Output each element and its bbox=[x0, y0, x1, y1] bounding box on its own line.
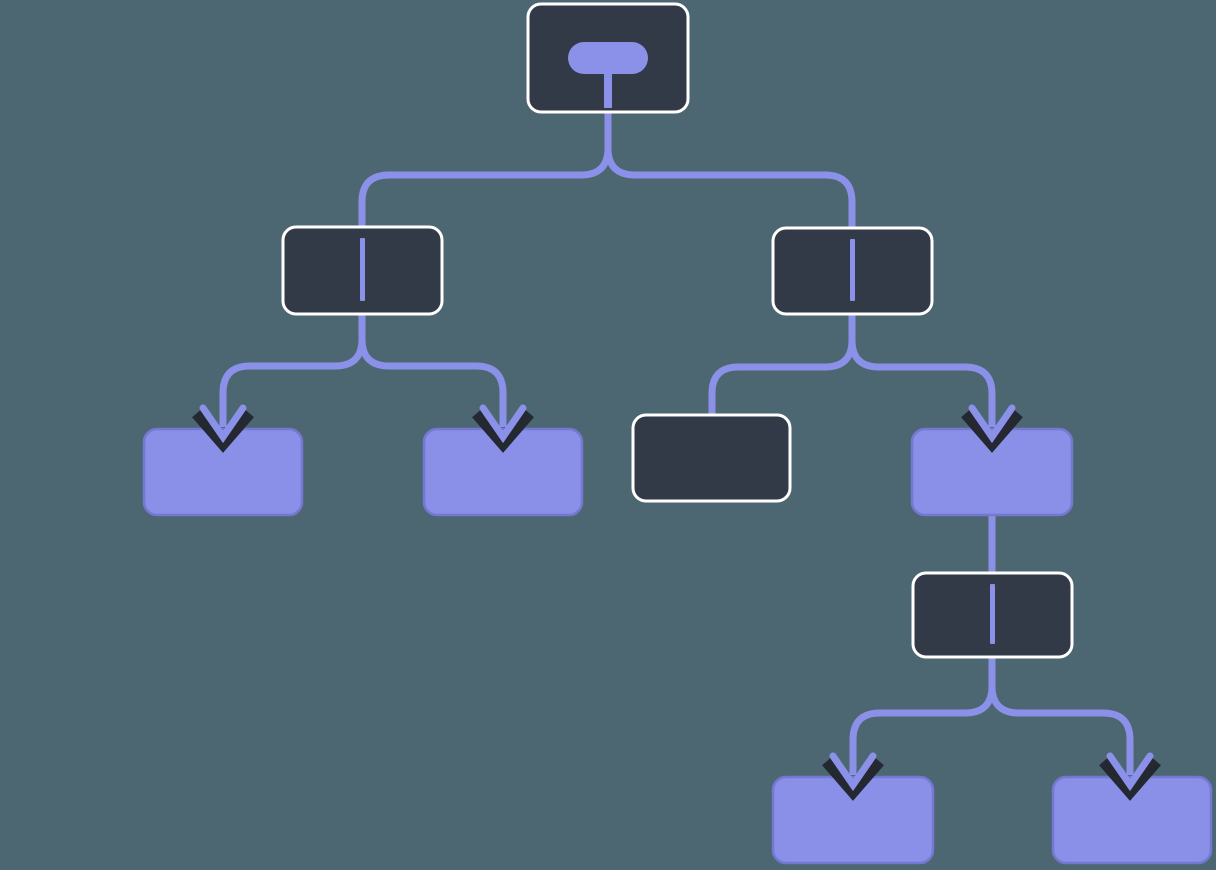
pass-through-line-icon bbox=[990, 584, 995, 644]
edge-branch-right-to-plain bbox=[708, 312, 856, 420]
arrow-down-icon bbox=[822, 752, 884, 801]
node-branch-right-2[interactable] bbox=[911, 571, 1074, 659]
node-leaf-c[interactable] bbox=[910, 427, 1074, 517]
node-branch-right[interactable] bbox=[771, 226, 934, 316]
node-root[interactable] bbox=[526, 2, 690, 114]
node-plain-dark[interactable] bbox=[631, 413, 792, 503]
leaf-d-box[interactable] bbox=[771, 775, 935, 865]
plain-dark-box[interactable] bbox=[631, 413, 792, 503]
arrow-down-icon bbox=[192, 404, 254, 453]
pass-through-line-icon bbox=[360, 238, 365, 301]
arrowheads-layer bbox=[192, 404, 1161, 801]
node-leaf-b[interactable] bbox=[422, 427, 584, 517]
edge-branch-left-to-leaf-b bbox=[358, 312, 507, 427]
node-leaf-d[interactable] bbox=[771, 775, 935, 865]
node-leaf-a[interactable] bbox=[142, 427, 304, 517]
node-branch-left[interactable] bbox=[281, 225, 444, 316]
leaf-b-box[interactable] bbox=[422, 427, 584, 517]
edges-layer bbox=[219, 110, 1134, 775]
leaf-c-box[interactable] bbox=[910, 427, 1074, 517]
root-icon bbox=[568, 42, 648, 108]
pass-through-line-icon bbox=[850, 239, 855, 301]
edge-branch-right-2-to-leaf-e bbox=[988, 655, 1134, 775]
arrow-down-icon bbox=[472, 404, 534, 453]
edge-root-to-branch-right bbox=[604, 110, 856, 232]
arrow-down-icon bbox=[961, 404, 1023, 453]
nodes-layer bbox=[142, 2, 1213, 865]
arrow-down-icon bbox=[1099, 752, 1161, 801]
edge-branch-right-to-leaf-c bbox=[848, 312, 996, 427]
leaf-a-box[interactable] bbox=[142, 427, 304, 517]
edge-root-to-branch-left bbox=[358, 110, 612, 232]
